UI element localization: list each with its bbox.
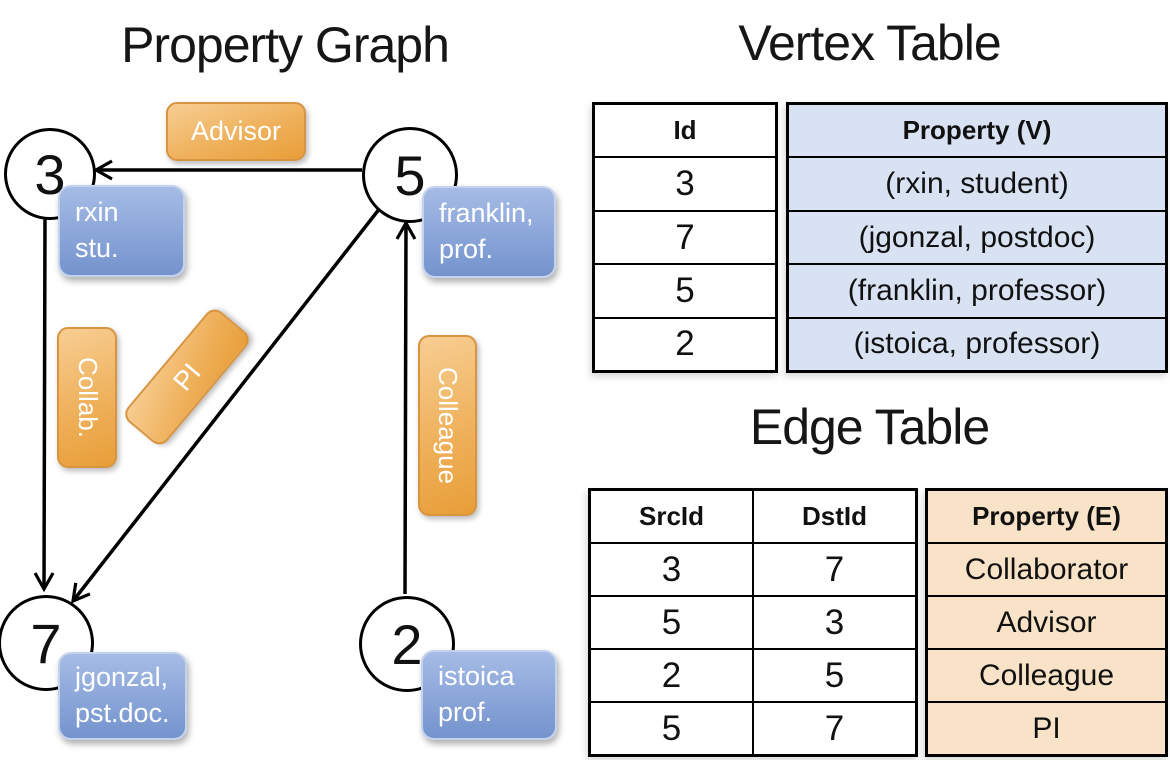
edge-table-id-columns: SrcId DstId 3 7 5 3 2 5 5 7: [588, 488, 918, 757]
edge-label-colleague: Colleague: [418, 335, 477, 516]
edge-table-property-header: Property (E): [972, 501, 1121, 531]
edge-table-dstid-header: DstId: [752, 491, 915, 542]
edge-table-src-cell: 2: [661, 655, 682, 695]
vertex-table-title: Vertex Table: [738, 15, 1001, 71]
vertex-table-property-row: (franklin, professor): [789, 263, 1165, 316]
vertex-table-id-row: 2: [595, 316, 775, 370]
edge-table-src-cell: 3: [661, 549, 682, 589]
edge-table-srcid-header: SrcId: [638, 501, 705, 531]
vertex-label-franklin: franklin, prof.: [422, 186, 556, 278]
edge-table-id-row: 5 7: [591, 701, 915, 754]
vertex-table-id-row: 5: [595, 263, 775, 316]
edge-label-colleague-text: Colleague: [433, 366, 463, 485]
vertex-table-property-row: (rxin, student): [789, 156, 1165, 209]
vertex-label-istoica: istoica prof.: [421, 650, 557, 740]
edge-table-dst-cell: 7: [752, 703, 915, 754]
edge-table-title: Edge Table: [749, 399, 990, 455]
edge-table-id-row: 3 7: [591, 542, 915, 595]
vertex-label-jgonzal: jgonzal, pst.doc.: [58, 652, 187, 740]
vertex-label-rxin: rxin stu.: [58, 185, 185, 277]
vertex-table-id-row: 3: [595, 156, 775, 209]
edge-table-property-row: PI: [928, 701, 1165, 754]
edge-label-collab: Collab.: [57, 327, 117, 468]
vertex-table-property-header: Property (V): [902, 115, 1052, 146]
property-graph-title: Property Graph: [121, 17, 450, 73]
vertex-table-property-row: (jgonzal, postdoc): [789, 209, 1165, 263]
edge-label-collab-text: Collab.: [72, 357, 103, 438]
node-2-id: 2: [391, 612, 423, 676]
edge-table-property-row: Colleague: [928, 648, 1165, 701]
vertex-table-property-column: Property (V) (rxin, student) (jgonzal, p…: [786, 102, 1168, 373]
vertex-label-jgonzal-line1: jgonzal,: [75, 662, 169, 693]
edge-table-src-cell: 5: [661, 602, 682, 642]
edge-table-property-row: Advisor: [928, 595, 1165, 648]
vertex-label-jgonzal-line2: pst.doc.: [75, 698, 170, 728]
vertex-label-rxin-line2: stu.: [75, 233, 119, 263]
edge-collab-3-to-7: [33, 215, 55, 593]
node-2: 2: [359, 596, 455, 692]
vertex-label-franklin-line2: prof.: [439, 234, 494, 264]
vertex-label-rxin-line1: rxin: [75, 197, 119, 228]
edge-table-dst-cell: 7: [752, 544, 915, 595]
edge-table-id-row: 5 3: [591, 595, 915, 648]
edge-colleague-2-to-5: [395, 219, 417, 595]
vertex-table-id-row: 7: [595, 209, 775, 263]
edge-pi-5-to-7: [70, 206, 382, 604]
node-5-id: 5: [394, 143, 426, 207]
edge-label-advisor-text: Advisor: [190, 116, 282, 146]
edge-table-dst-cell: 5: [752, 650, 915, 701]
edge-label-advisor: Advisor: [166, 102, 306, 161]
edge-table-id-header-row: SrcId DstId: [591, 491, 915, 542]
vertex-table-property-row: (istoica, professor): [789, 316, 1165, 370]
node-5: 5: [362, 127, 458, 223]
vertex-label-istoica-line2: prof.: [438, 697, 493, 727]
edge-table-src-cell: 5: [661, 708, 682, 748]
edge-label-pi-text: PI: [166, 357, 207, 397]
vertex-table-id-column: Id 3 7 5 2: [592, 102, 778, 373]
vertex-label-istoica-line1: istoica: [438, 661, 515, 692]
graph-edges-layer: [33, 159, 417, 604]
vertex-label-franklin-line1: franklin,: [439, 198, 534, 229]
node-7-id: 7: [30, 611, 62, 675]
edge-table-property-column: Property (E) Collaborator Advisor Collea…: [925, 488, 1168, 757]
edge-table-property-row: Collaborator: [928, 542, 1165, 595]
edge-table-id-row: 2 5: [591, 648, 915, 701]
edge-table-dst-cell: 3: [752, 597, 915, 648]
vertex-table-id-header: Id: [673, 115, 697, 146]
